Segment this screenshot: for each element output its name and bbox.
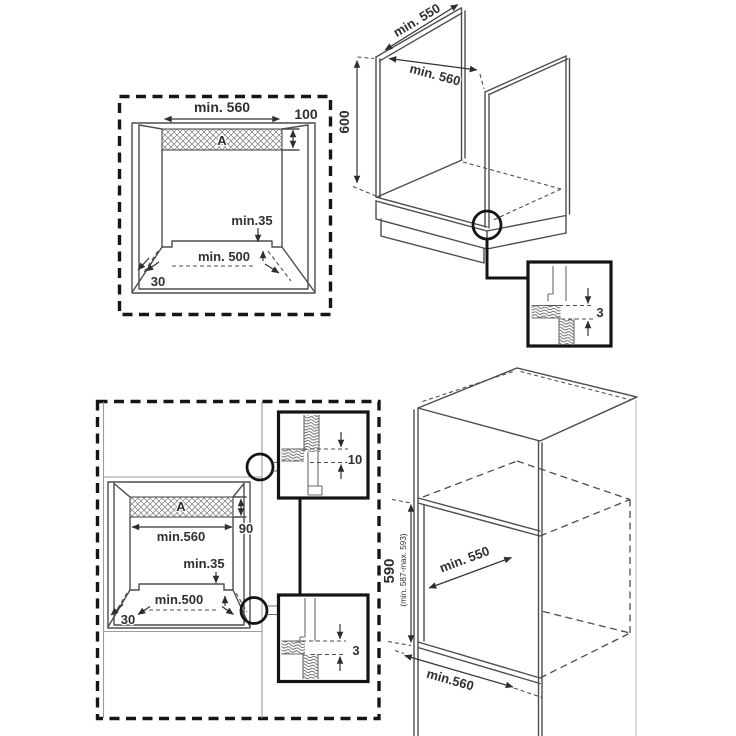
label-height: 600: [336, 110, 352, 134]
panel-section: [303, 654, 318, 679]
label-strip: A: [217, 133, 227, 148]
detail-callout-circle-upper: [245, 452, 275, 482]
label-gap: 3: [596, 305, 603, 320]
cabinet-isometric-top: min. 550 min. 560 600: [335, 0, 571, 280]
dim-width: [404, 654, 514, 689]
label-gap: 10: [348, 452, 362, 467]
niche-outline: [131, 122, 316, 294]
worktop-section: [281, 641, 305, 654]
panel-section: [559, 319, 574, 345]
detail-callout-circle-lower: [239, 596, 269, 625]
gap-dashlines: [545, 304, 594, 320]
detail-box-border: [276, 593, 370, 684]
floor-dashed-edges: [114, 592, 248, 614]
worktop-section: [281, 449, 304, 461]
panel-section: [304, 415, 319, 452]
dim-base-right-arrow: [264, 263, 280, 274]
column-isometric-bottom: 590 (min. 587-max. 593) min. 550 min.560: [380, 367, 638, 736]
section-lines: [531, 266, 575, 345]
label-base-width: min.500: [155, 592, 203, 607]
dim-height-ext: [352, 56, 377, 197]
cutout-front-view-top: min. 560 100 A min.35 min. 500 30: [117, 94, 333, 317]
label-corner: 30: [121, 612, 135, 627]
dim-corner-arrow: [137, 257, 150, 271]
label-corner: 30: [151, 274, 165, 289]
dim-width-ext: [479, 73, 485, 90]
dashed-frame: [95, 399, 381, 721]
label-width: min.560: [157, 529, 205, 544]
dim-width: [388, 56, 478, 73]
label-height-range: (min. 587-max. 593): [399, 533, 408, 607]
clearance-phantom-box: [422, 460, 631, 679]
section-lines: [281, 598, 319, 679]
hidden-floor-edges: [462, 161, 562, 222]
dashed-frame: [117, 94, 333, 317]
label-height: 590: [381, 558, 398, 583]
top-face-hidden-edges: [422, 370, 632, 403]
dim-depth: [428, 556, 512, 589]
label-clearance: min.35: [183, 556, 224, 571]
detail-callout-line: [485, 239, 527, 280]
callout-links: [266, 461, 278, 616]
dim-width-ext: [394, 649, 543, 699]
label-strip: A: [176, 499, 186, 514]
detail-box-bottom-lower: 3: [276, 593, 370, 684]
label-gap: 3: [352, 643, 359, 658]
dim-base-left-arrow: [145, 261, 160, 272]
dim-height-ext: [387, 498, 412, 647]
worktop-section: [531, 306, 561, 318]
gap-dashlines: [295, 640, 346, 656]
dim-corner-arrow: [110, 604, 124, 616]
section-lines: [281, 415, 323, 496]
column-outline: [102, 402, 263, 718]
label-width: min.560: [425, 666, 476, 694]
label-width: min. 560: [194, 99, 250, 115]
cutout-front-view-bottom: A 90 min.560 min.35 min.500 30: [95, 399, 381, 721]
ventilation-strip-A: [161, 128, 283, 151]
dim-base-right-arrow: [221, 606, 234, 615]
dim-base-left-arrow: [137, 606, 151, 615]
label-base-width: min. 500: [198, 249, 250, 264]
dim-depth: [384, 3, 459, 51]
label-depth: min. 550: [437, 543, 491, 575]
detail-box-bottom-upper: 10: [276, 410, 370, 500]
ventilation-strip-A: [129, 496, 234, 518]
label-strip-height: 100: [294, 106, 318, 122]
detail-box-top: 3: [526, 260, 613, 348]
label-clearance: min.35: [231, 213, 272, 228]
gap-dashlines: [296, 448, 348, 464]
label-strip-height: 90: [239, 521, 253, 536]
